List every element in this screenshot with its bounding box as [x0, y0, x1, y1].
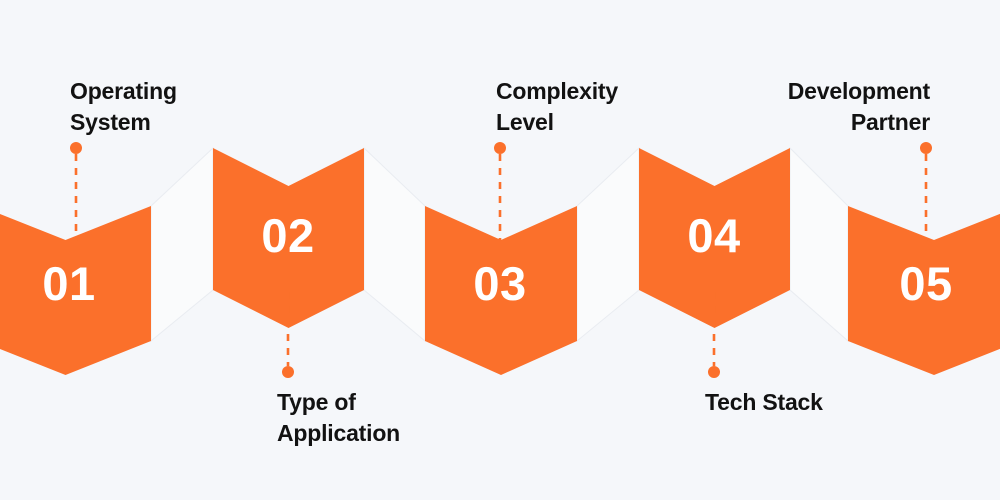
connector-dot-04 — [708, 366, 720, 378]
chevron-step-04 — [639, 148, 790, 328]
step-number-group: 01 02 03 04 05 — [42, 209, 952, 310]
step-number-01: 01 — [42, 257, 95, 310]
connector-dot-03 — [494, 142, 506, 154]
step-label-03: Complexity Level — [496, 78, 618, 135]
connector-group — [70, 142, 932, 378]
step-number-02: 02 — [261, 209, 314, 262]
chevron-step-03 — [425, 206, 577, 375]
connector-dot-02 — [282, 366, 294, 378]
step-number-05: 05 — [899, 257, 952, 310]
chevron-step-05 — [848, 206, 1000, 375]
step-label-04: Tech Stack — [705, 389, 823, 415]
connector-dot-01 — [70, 142, 82, 154]
chevron-step-02 — [213, 148, 364, 328]
step-number-04: 04 — [687, 209, 740, 262]
step-label-02: Type of Application — [277, 389, 401, 446]
chevron-group — [0, 148, 1000, 375]
step-number-03: 03 — [473, 257, 526, 310]
connector-dot-05 — [920, 142, 932, 154]
step-label-05: Development Partner — [787, 78, 930, 135]
chevron-step-01 — [0, 206, 151, 375]
step-label-01: Operating System — [70, 78, 177, 135]
